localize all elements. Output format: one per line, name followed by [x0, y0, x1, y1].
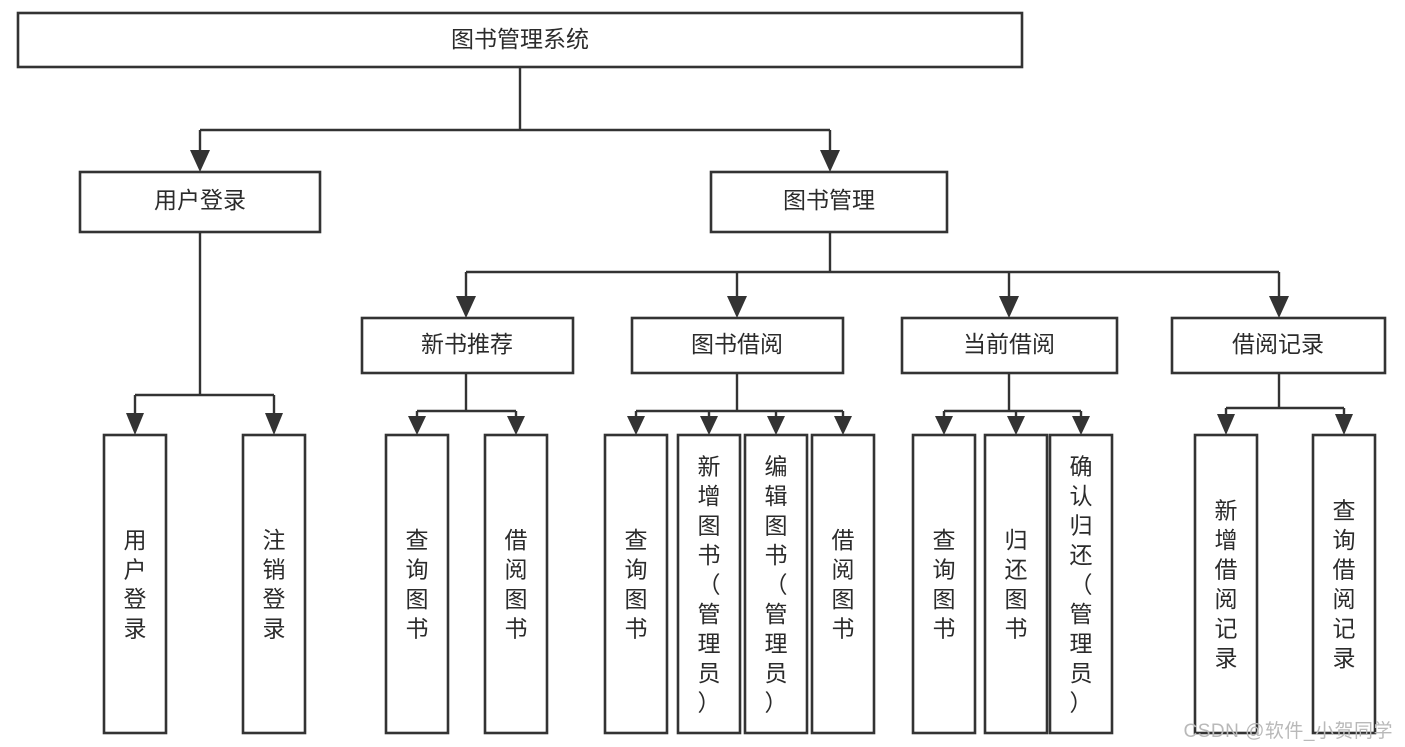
leaf-query-book-rec-label: 查询图书 [406, 527, 429, 642]
connector-group-new-book-rec [408, 373, 525, 435]
node-borrow-record[interactable]: 借阅记录 [1170, 316, 1387, 375]
leaf-query-book-rec-box[interactable] [384, 433, 450, 735]
arrow-head-book-manage [820, 150, 840, 172]
leaf-edit-book[interactable]: 编辑图书（管理员） [743, 433, 809, 735]
arrow-head-leaf-add-record [1217, 414, 1235, 435]
leaf-borrow-book-rec[interactable]: 借阅图书 [483, 433, 549, 735]
leaf-node-layer: 用户登录 注销登录 查询图书 借阅图书 查询图书 新增图书（管理员） 编辑图书（管理员） 借阅… [102, 433, 1377, 735]
arrow-head-user-login [190, 150, 210, 172]
leaf-query-book-b[interactable]: 查询图书 [603, 433, 669, 735]
leaf-add-record-label: 新增借阅记录 [1215, 498, 1238, 672]
node-root-box[interactable] [16, 11, 1024, 69]
node-root[interactable]: 图书管理系统 [16, 11, 1024, 69]
node-current-borrow-label: 当前借阅 [963, 331, 1055, 357]
arrow-head-new-book-rec [456, 296, 476, 318]
leaf-user-login-label: 用户登录 [124, 527, 147, 642]
arrow-head-leaf-query-book-c [935, 416, 953, 435]
leaf-edit-book-label: 编辑图书（管理员） [765, 453, 788, 715]
leaf-return-book[interactable]: 归还图书 [983, 433, 1049, 735]
connector-group-current-borrow [935, 373, 1090, 435]
node-current-borrow-box[interactable] [900, 316, 1119, 375]
node-book-manage-box[interactable] [709, 170, 949, 234]
leaf-add-record-box[interactable] [1193, 433, 1259, 735]
node-root-label: 图书管理系统 [451, 26, 589, 52]
leaf-query-book-c[interactable]: 查询图书 [911, 433, 977, 735]
node-book-manage-label: 图书管理 [783, 187, 875, 213]
node-borrow-record-box[interactable] [1170, 316, 1387, 375]
arrow-head-leaf-borrow-book-b [834, 416, 852, 435]
node-user-login-label: 用户登录 [154, 187, 246, 213]
node-book-manage[interactable]: 图书管理 [709, 170, 949, 234]
arrow-head-leaf-query-book-b [627, 416, 645, 435]
leaf-confirm-return[interactable]: 确认归还（管理员） [1048, 433, 1114, 735]
connector-group-user-login [126, 232, 283, 435]
leaf-return-book-box[interactable] [983, 433, 1049, 735]
leaf-query-book-b-label: 查询图书 [625, 527, 648, 642]
leaf-borrow-book-b-box[interactable] [810, 433, 876, 735]
arrow-head-leaf-confirm-return [1072, 416, 1090, 435]
node-user-login[interactable]: 用户登录 [78, 170, 322, 234]
arrow-head-leaf-edit-book [767, 416, 785, 435]
arrow-head-leaf-add-book [700, 416, 718, 435]
leaf-query-record[interactable]: 查询借阅记录 [1311, 433, 1377, 735]
leaf-add-book[interactable]: 新增图书（管理员） [676, 433, 742, 735]
leaf-logout-login[interactable]: 注销登录 [241, 433, 307, 735]
connector-group-book-borrow [627, 373, 852, 435]
arrow-head-leaf-user-login [126, 413, 144, 435]
leaf-logout-login-label: 注销登录 [263, 527, 286, 642]
leaf-edit-book-box[interactable] [743, 433, 809, 735]
node-current-borrow[interactable]: 当前借阅 [900, 316, 1119, 375]
leaf-query-book-b-box[interactable] [603, 433, 669, 735]
leaf-borrow-book-b-label: 借阅图书 [832, 527, 855, 642]
leaf-borrow-book-rec-box[interactable] [483, 433, 549, 735]
node-borrow-record-label: 借阅记录 [1232, 331, 1324, 357]
node-book-borrow-label: 图书借阅 [691, 331, 783, 357]
leaf-add-book-label: 新增图书（管理员） [698, 453, 721, 715]
arrow-head-borrow-record [1269, 296, 1289, 318]
arrow-head-leaf-logout-login [265, 413, 283, 435]
leaf-borrow-book-b[interactable]: 借阅图书 [810, 433, 876, 735]
connector-group-borrow-record [1217, 373, 1353, 435]
leaf-return-book-label: 归还图书 [1005, 527, 1028, 642]
node-user-login-box[interactable] [78, 170, 322, 234]
node-new-book-rec-label: 新书推荐 [421, 331, 513, 357]
node-new-book-rec-box[interactable] [360, 316, 575, 375]
leaf-confirm-return-box[interactable] [1048, 433, 1114, 735]
leaf-add-book-box[interactable] [676, 433, 742, 735]
connector-group-root [190, 67, 840, 172]
arrow-head-leaf-query-book-rec [408, 416, 426, 435]
arrow-head-current-borrow [999, 296, 1019, 318]
arrow-head-book-borrow [727, 296, 747, 318]
leaf-query-record-label: 查询借阅记录 [1333, 498, 1356, 672]
leaf-add-record[interactable]: 新增借阅记录 [1193, 433, 1259, 735]
connector-group-book-manage [456, 232, 1289, 318]
leaf-user-login-box[interactable] [102, 433, 168, 735]
arrow-head-leaf-borrow-book-rec [507, 416, 525, 435]
leaf-logout-login-box[interactable] [241, 433, 307, 735]
arrow-head-leaf-return-book [1007, 416, 1025, 435]
leaf-query-record-box[interactable] [1311, 433, 1377, 735]
leaf-user-login[interactable]: 用户登录 [102, 433, 168, 735]
node-book-borrow[interactable]: 图书借阅 [630, 316, 845, 375]
arrow-head-leaf-query-record [1335, 414, 1353, 435]
leaf-query-book-c-box[interactable] [911, 433, 977, 735]
leaf-confirm-return-label: 确认归还（管理员） [1070, 453, 1093, 715]
leaf-query-book-c-label: 查询图书 [933, 527, 956, 642]
node-new-book-rec[interactable]: 新书推荐 [360, 316, 575, 375]
leaf-borrow-book-rec-label: 借阅图书 [505, 527, 528, 642]
node-book-borrow-box[interactable] [630, 316, 845, 375]
leaf-query-book-rec[interactable]: 查询图书 [384, 433, 450, 735]
